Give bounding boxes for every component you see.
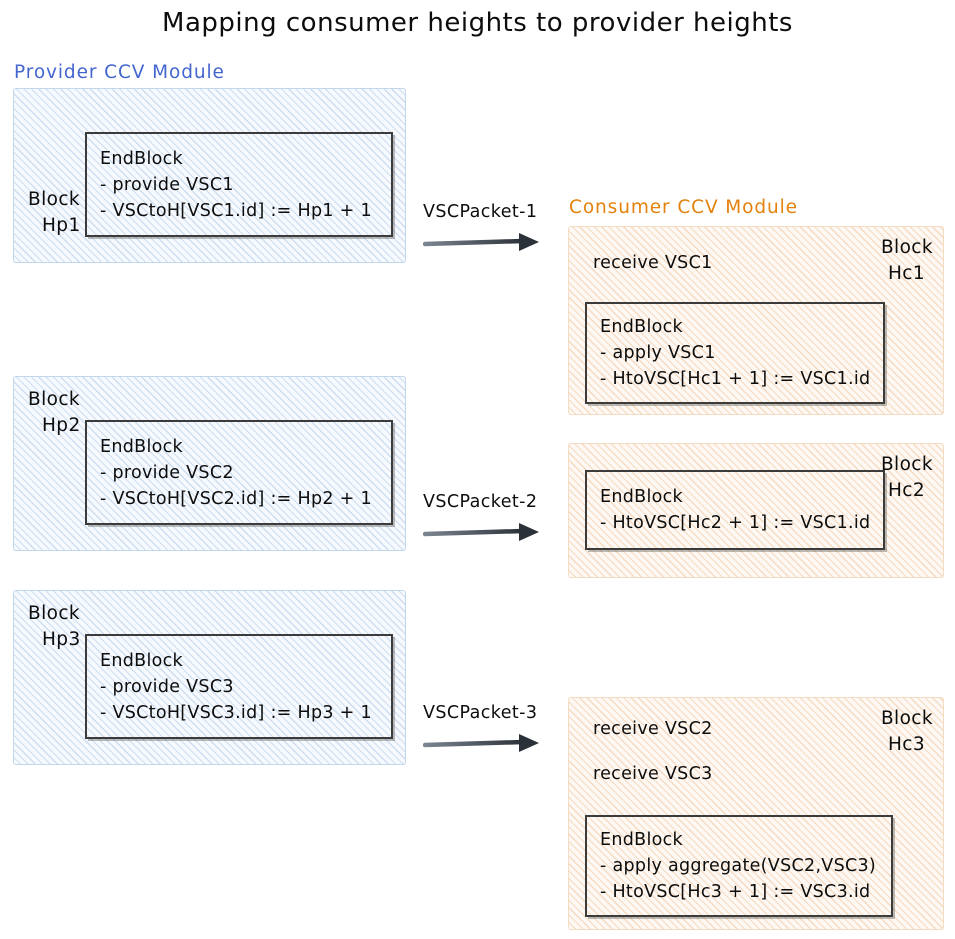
consumer-block-hc1-id: Block Hc1 — [881, 235, 933, 287]
endblock-line-2: - VSCtoH[VSC2.id] := Hp2 + 1 — [100, 488, 372, 509]
consumer-block-hc3-id: Block Hc3 — [881, 706, 933, 758]
consumer-hc3-endblock[interactable]: EndBlock - apply aggregate(VSC2,VSC3) - … — [585, 815, 893, 917]
endblock-line-1: - provide VSC3 — [100, 676, 234, 697]
arrow-vscpacket-2-label: VSCPacket-2 — [423, 492, 538, 512]
endblock-heading: EndBlock — [100, 148, 183, 169]
consumer-hc3-event-1: receive VSC2 — [593, 719, 713, 739]
endblock-line-1: - apply VSC1 — [600, 343, 716, 363]
arrow-vscpacket-3-label: VSCPacket-3 — [423, 703, 538, 723]
page-title: Mapping consumer heights to provider hei… — [162, 8, 793, 38]
consumer-block-hc1[interactable]: Block Hc1 receive VSC1 EndBlock - apply … — [568, 226, 944, 415]
provider-hp1-endblock-code: EndBlock - provide VSC1 - VSCtoH[VSC1.id… — [100, 146, 372, 224]
consumer-hc3-event-2: receive VSC3 — [593, 764, 713, 784]
consumer-hc1-endblock-code: EndBlock - apply VSC1 - HtoVSC[Hc1 + 1] … — [600, 314, 870, 392]
provider-block-hp3[interactable]: Block Hp3 EndBlock - provide VSC3 - VSCt… — [13, 590, 406, 765]
consumer-block-hc2-id: Block Hc2 — [881, 452, 933, 504]
arrow-vscpacket-2-icon — [423, 523, 539, 541]
consumer-block-hc3[interactable]: Block Hc3 receive VSC2 receive VSC3 EndB… — [568, 697, 944, 930]
provider-block-hp3-id: Block Hp3 — [28, 601, 81, 653]
block-height: Hp1 — [42, 215, 81, 236]
provider-block-hp1-id: Block Hp1 — [28, 187, 81, 239]
arrow-vscpacket-3-icon — [423, 734, 539, 752]
provider-hp3-endblock-code: EndBlock - provide VSC3 - VSCtoH[VSC3.id… — [100, 648, 372, 726]
block-height: Hc2 — [887, 480, 925, 501]
provider-block-hp1[interactable]: Block Hp1 EndBlock - provide VSC1 - VSCt… — [13, 88, 406, 263]
consumer-hc1-event-1: receive VSC1 — [593, 253, 713, 273]
endblock-line-2: - VSCtoH[VSC3.id] := Hp3 + 1 — [100, 702, 372, 723]
arrow-vscpacket-1-icon — [423, 233, 539, 251]
arrow-vscpacket-1-label: VSCPacket-1 — [423, 202, 538, 222]
endblock-line-1: - provide VSC1 — [100, 174, 234, 195]
endblock-line-2: - HtoVSC[Hc3 + 1] := VSC3.id — [600, 882, 871, 902]
endblock-line-1: - HtoVSC[Hc2 + 1] := VSC1.id — [600, 513, 871, 533]
endblock-heading: EndBlock — [100, 650, 183, 671]
consumer-hc2-endblock-code: EndBlock - HtoVSC[Hc2 + 1] := VSC1.id — [600, 484, 870, 536]
endblock-line-2: - VSCtoH[VSC1.id] := Hp1 + 1 — [100, 200, 372, 221]
block-label: Block — [28, 389, 81, 410]
provider-block-hp2[interactable]: Block Hp2 EndBlock - provide VSC2 - VSCt… — [13, 376, 406, 551]
provider-block-hp2-id: Block Hp2 — [28, 387, 81, 439]
provider-hp1-endblock[interactable]: EndBlock - provide VSC1 - VSCtoH[VSC1.id… — [85, 132, 393, 237]
endblock-heading: EndBlock — [600, 830, 683, 850]
provider-module-label: Provider CCV Module — [14, 62, 225, 83]
endblock-heading: EndBlock — [600, 487, 683, 507]
endblock-line-1: - apply aggregate(VSC2,VSC3) — [600, 856, 877, 876]
block-height: Hc3 — [887, 734, 925, 755]
block-label: Block — [28, 603, 81, 624]
provider-hp2-endblock[interactable]: EndBlock - provide VSC2 - VSCtoH[VSC2.id… — [85, 420, 393, 525]
block-label: Block — [880, 454, 933, 475]
block-label: Block — [880, 708, 933, 729]
endblock-heading: EndBlock — [600, 317, 683, 337]
block-label: Block — [880, 237, 933, 258]
provider-hp3-endblock[interactable]: EndBlock - provide VSC3 - VSCtoH[VSC3.id… — [85, 634, 393, 739]
block-height: Hc1 — [887, 263, 925, 284]
block-label: Block — [28, 189, 81, 210]
endblock-line-1: - provide VSC2 — [100, 462, 234, 483]
consumer-hc2-endblock[interactable]: EndBlock - HtoVSC[Hc2 + 1] := VSC1.id — [585, 470, 885, 550]
block-height: Hp3 — [42, 629, 81, 650]
consumer-hc3-endblock-code: EndBlock - apply aggregate(VSC2,VSC3) - … — [600, 827, 876, 905]
provider-hp2-endblock-code: EndBlock - provide VSC2 - VSCtoH[VSC2.id… — [100, 434, 372, 512]
consumer-hc1-endblock[interactable]: EndBlock - apply VSC1 - HtoVSC[Hc1 + 1] … — [585, 302, 885, 404]
consumer-block-hc2[interactable]: Block Hc2 EndBlock - HtoVSC[Hc2 + 1] := … — [568, 443, 944, 578]
block-height: Hp2 — [42, 415, 81, 436]
endblock-line-2: - HtoVSC[Hc1 + 1] := VSC1.id — [600, 369, 871, 389]
endblock-heading: EndBlock — [100, 436, 183, 457]
consumer-module-label: Consumer CCV Module — [569, 197, 798, 218]
